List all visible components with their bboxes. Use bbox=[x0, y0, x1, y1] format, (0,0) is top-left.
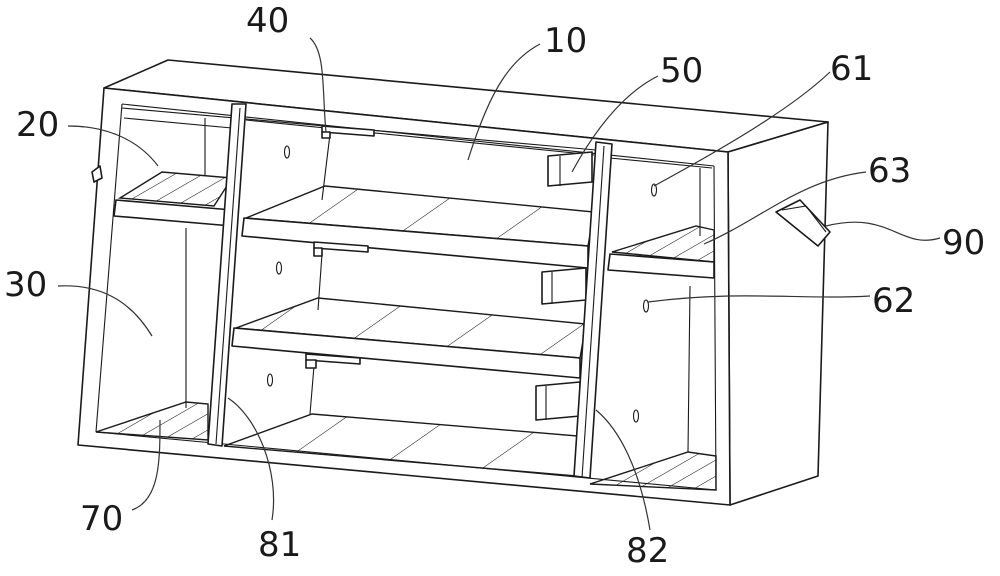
label-50: 50 bbox=[660, 51, 703, 91]
leader-81 bbox=[227, 397, 275, 521]
middle-compartment bbox=[223, 125, 595, 477]
blocks-50 bbox=[535, 151, 593, 421]
leader-30 bbox=[57, 285, 153, 337]
reference-numerals: 40 10 50 61 20 63 90 30 62 70 81 82 bbox=[4, 1, 985, 571]
right-shelf-edge bbox=[607, 253, 715, 279]
bracket-top bbox=[321, 125, 375, 137]
label-90: 90 bbox=[942, 223, 985, 263]
block-upper bbox=[547, 151, 593, 187]
hole-right-3 bbox=[632, 409, 640, 423]
label-20: 20 bbox=[16, 105, 59, 145]
leader-63 bbox=[703, 171, 867, 245]
block-lower bbox=[535, 381, 581, 421]
label-10: 10 bbox=[544, 21, 587, 61]
left-divider bbox=[207, 103, 247, 447]
hole-mid-3 bbox=[266, 373, 274, 387]
cabinet-right-face bbox=[727, 121, 829, 506]
handle-right bbox=[775, 199, 831, 247]
label-70: 70 bbox=[80, 499, 123, 539]
leader-90 bbox=[825, 221, 941, 241]
right-floor bbox=[589, 451, 717, 491]
left-floor bbox=[95, 401, 209, 441]
leader-62 bbox=[647, 295, 871, 303]
label-81: 81 bbox=[258, 525, 301, 565]
hole-61 bbox=[650, 183, 658, 197]
hole-mid-2 bbox=[275, 261, 283, 275]
label-62: 62 bbox=[872, 281, 915, 321]
leader-61 bbox=[653, 71, 831, 187]
label-30: 30 bbox=[4, 265, 47, 305]
leader-70 bbox=[131, 419, 161, 511]
right-divider bbox=[573, 141, 613, 479]
leader-10 bbox=[467, 43, 541, 161]
right-compartment bbox=[589, 168, 717, 491]
hole-mid-1 bbox=[283, 145, 291, 159]
label-63: 63 bbox=[868, 151, 911, 191]
bracket-mid bbox=[313, 241, 369, 253]
label-61: 61 bbox=[830, 49, 873, 89]
handle-90 bbox=[91, 165, 831, 247]
label-40: 40 bbox=[246, 1, 289, 41]
leader-50 bbox=[571, 75, 659, 173]
leader-40 bbox=[309, 37, 327, 133]
left-divider-post bbox=[207, 103, 247, 447]
bracket-40-group bbox=[305, 125, 375, 369]
hole-62 bbox=[642, 299, 650, 313]
label-82: 82 bbox=[626, 531, 669, 571]
bracket-low bbox=[305, 353, 361, 365]
leader-82 bbox=[595, 409, 651, 531]
leader-20 bbox=[67, 125, 159, 167]
handle-left bbox=[91, 165, 103, 183]
block-middle bbox=[541, 267, 587, 305]
leader-lines bbox=[57, 37, 941, 531]
